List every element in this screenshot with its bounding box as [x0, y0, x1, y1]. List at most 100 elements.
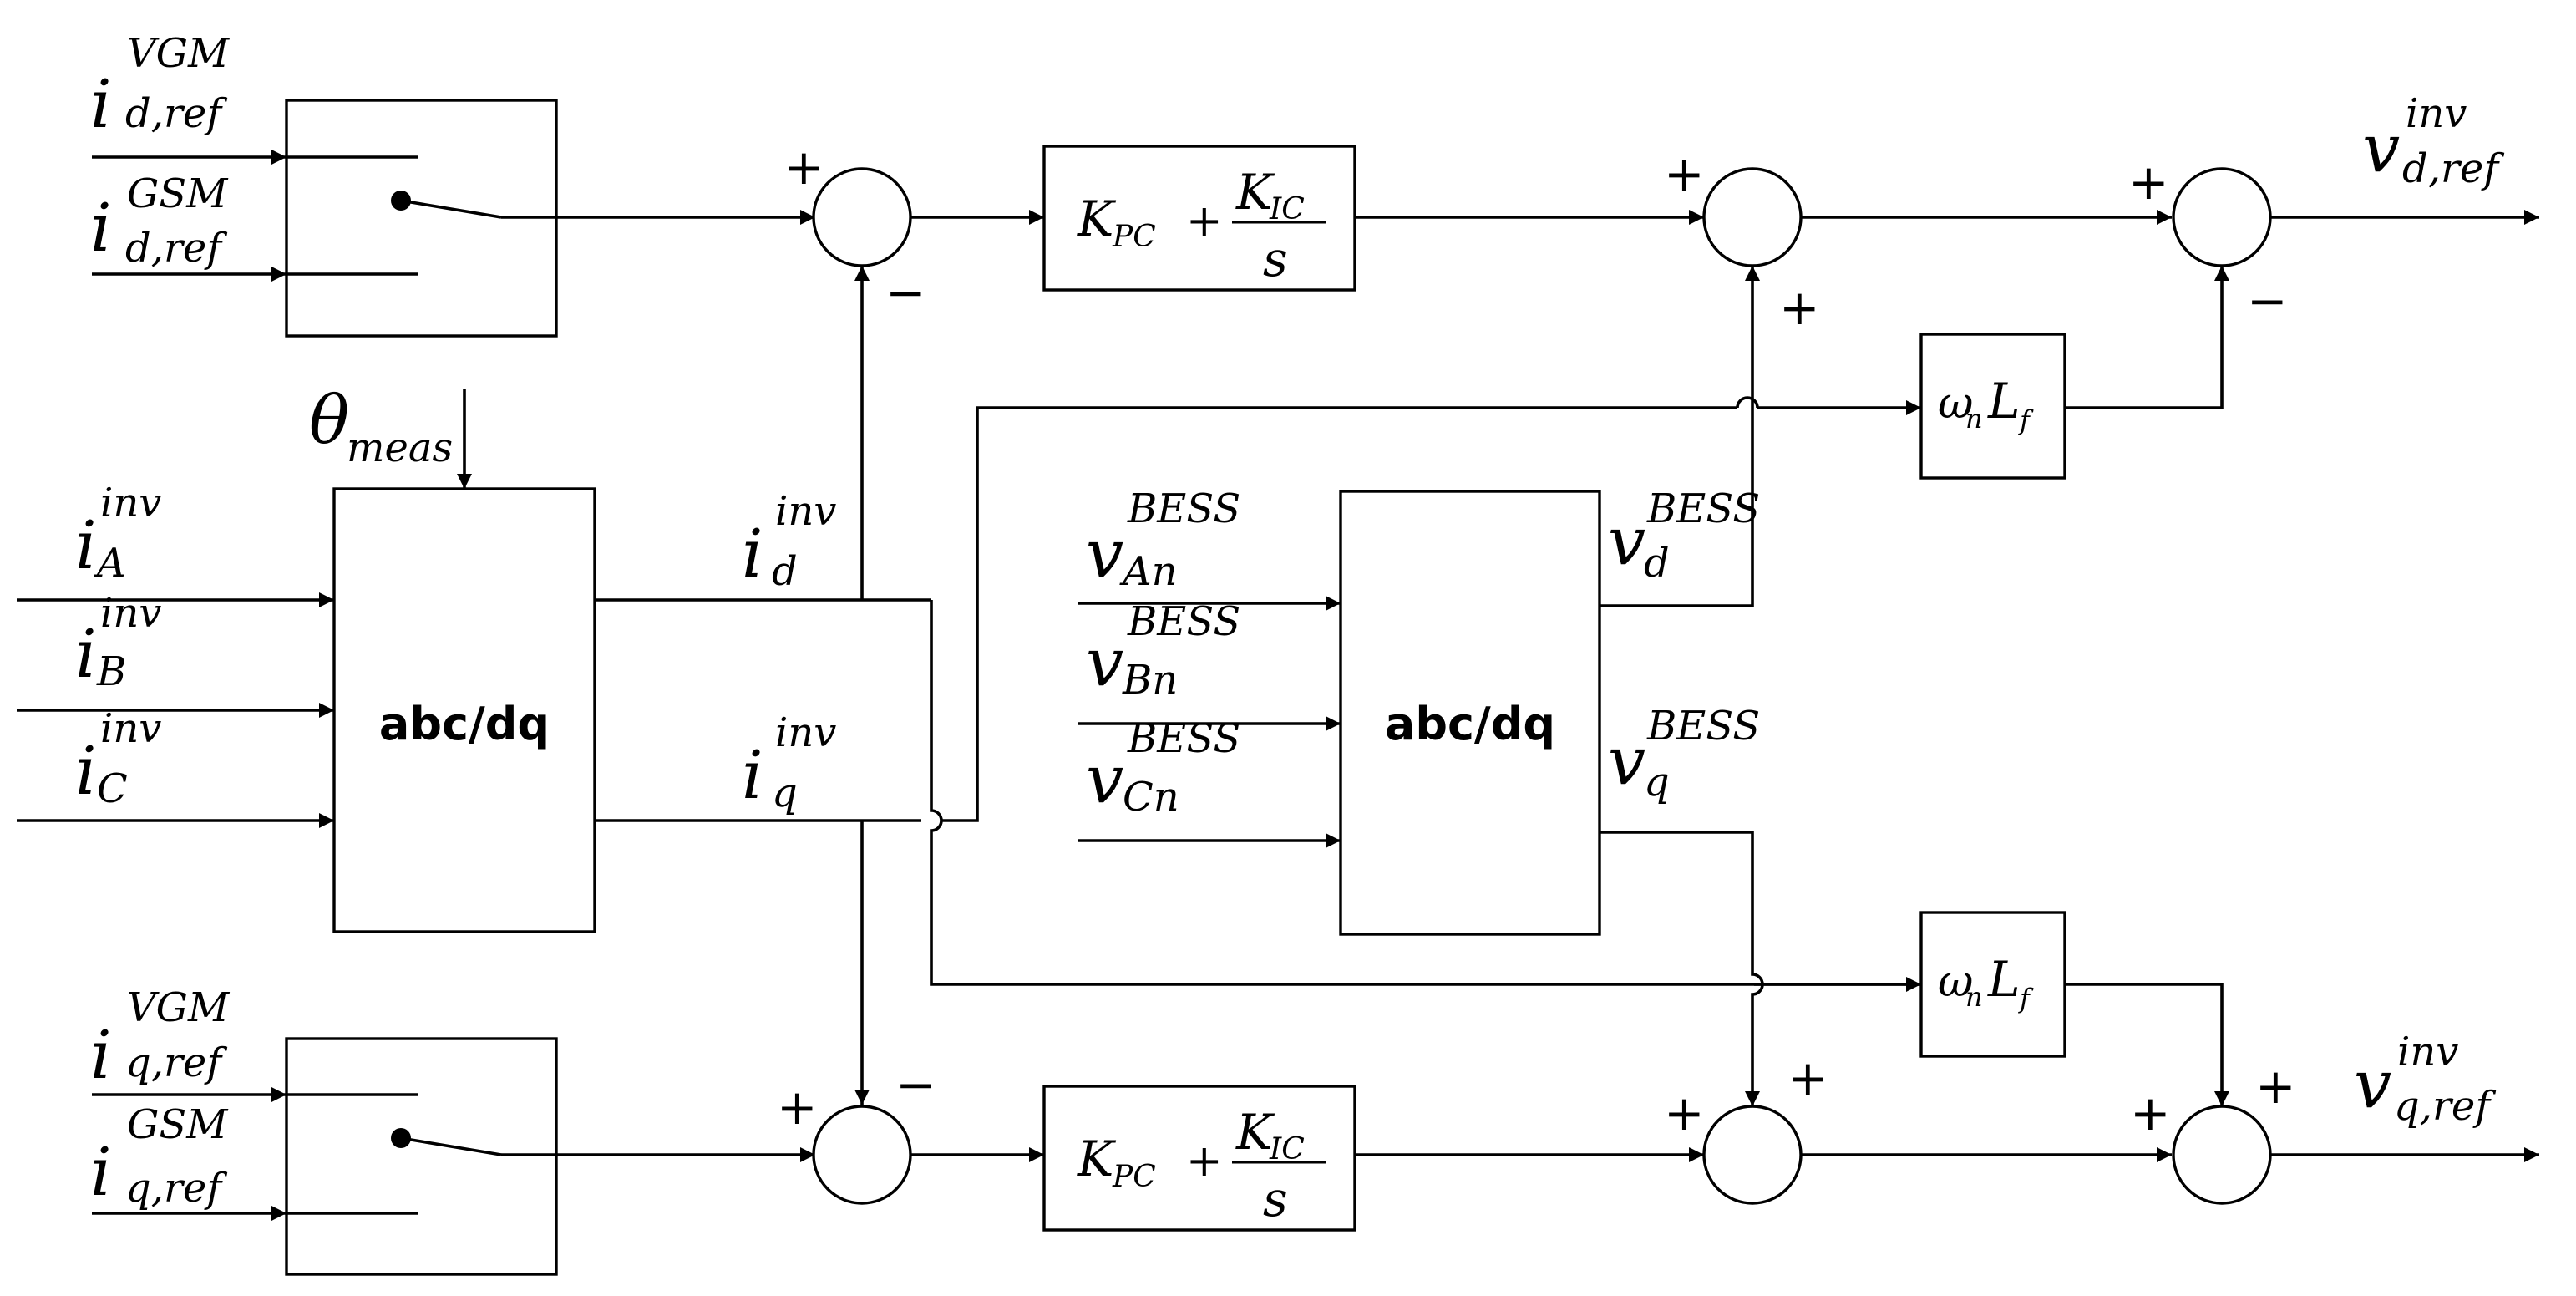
svg-text:K: K	[1235, 164, 1275, 221]
svg-text:−: −	[2247, 272, 2288, 329]
abc-dq-current-block: abc/dq	[332, 487, 596, 933]
svg-text:v: v	[1086, 740, 1123, 818]
svg-text:meas: meas	[347, 424, 453, 471]
svg-text:BESS: BESS	[1646, 703, 1760, 750]
label-iq-ref-vgm: i VGM q,ref	[90, 984, 231, 1094]
sum-junction-decoup-d: + −	[2128, 154, 2288, 329]
svg-text:d: d	[1644, 540, 1670, 587]
svg-text:PC: PC	[1112, 1160, 1156, 1194]
svg-text:i: i	[75, 615, 97, 693]
svg-text:v: v	[1608, 722, 1645, 800]
svg-text:ω: ω	[1938, 957, 1973, 1007]
svg-text:BESS: BESS	[1646, 485, 1760, 532]
selector-switch-d	[92, 99, 815, 338]
svg-text:d,ref: d,ref	[2402, 145, 2504, 192]
current-inputs	[17, 592, 334, 828]
label-id-ref-vgm: i VGM d,ref	[90, 30, 231, 143]
svg-text:BESS: BESS	[1127, 598, 1240, 645]
sum-junction-decoup-q: + +	[2130, 1058, 2296, 1205]
svg-text:i: i	[90, 1133, 112, 1211]
label-vq-ref: v inv q,ref	[2354, 1029, 2496, 1130]
svg-text:An: An	[1119, 548, 1178, 595]
label-vd: v BESS d	[1608, 485, 1760, 587]
svg-text:PC: PC	[1112, 220, 1156, 254]
decoupling-block-q: ω n L f	[1919, 911, 2066, 1058]
svg-text:GSM: GSM	[127, 170, 229, 217]
svg-text:VGM: VGM	[127, 984, 231, 1031]
voltage-inputs	[1078, 596, 1341, 848]
svg-text:q,ref: q,ref	[125, 1039, 227, 1086]
svg-text:Cn: Cn	[1123, 774, 1179, 821]
abc-dq-voltage-block: abc/dq	[1339, 490, 1601, 936]
sum-junction-ff-q: + +	[1664, 1050, 1828, 1205]
svg-text:L: L	[1987, 373, 2021, 429]
svg-text:d,ref: d,ref	[125, 225, 227, 272]
svg-text:B: B	[96, 648, 126, 695]
svg-text:+: +	[2128, 154, 2169, 211]
svg-text:inv: inv	[775, 709, 836, 756]
svg-text:θ: θ	[309, 381, 349, 459]
svg-text:i: i	[90, 189, 112, 267]
svg-text:n: n	[1965, 981, 1983, 1013]
svg-text:A: A	[94, 540, 126, 587]
svg-text:s: s	[1263, 1171, 1288, 1227]
label-iq-ref-gsm: i GSM q,ref	[90, 1101, 229, 1212]
label-vBn: v BESS Bn	[1086, 598, 1240, 704]
selector-switch-q	[92, 1037, 815, 1276]
svg-text:−: −	[885, 264, 926, 321]
sum-junction-current-d: + −	[783, 139, 926, 321]
pi-controller-q: K PC + K IC s	[1042, 1085, 1356, 1232]
svg-text:GSM: GSM	[127, 1101, 229, 1148]
svg-text:d,ref: d,ref	[125, 90, 227, 137]
svg-text:IC: IC	[1269, 1132, 1305, 1166]
svg-text:v: v	[2354, 1045, 2391, 1123]
svg-text:inv: inv	[775, 488, 836, 535]
svg-text:+: +	[1787, 1050, 1828, 1106]
svg-text:abc/dq: abc/dq	[379, 698, 550, 750]
svg-text:d: d	[772, 548, 798, 595]
pi-controller-d: K PC + K IC s	[1042, 145, 1356, 292]
svg-text:K: K	[1077, 1131, 1117, 1187]
svg-text:L: L	[1987, 951, 2021, 1008]
svg-text:n: n	[1965, 403, 1983, 435]
decoupling-block-d: ω n L f	[1919, 333, 2066, 480]
svg-text:q: q	[1644, 759, 1670, 806]
svg-text:+: +	[1664, 145, 1705, 202]
label-iq: i inv q	[742, 709, 836, 816]
label-vq: v BESS q	[1608, 703, 1760, 806]
svg-text:BESS: BESS	[1127, 715, 1240, 762]
id-output-routing	[595, 266, 1921, 992]
label-iA: i inv A	[75, 480, 161, 587]
svg-text:v: v	[1086, 515, 1123, 592]
label-iC: i inv C	[75, 705, 161, 812]
svg-text:inv: inv	[100, 590, 161, 637]
svg-text:i: i	[75, 506, 97, 584]
svg-text:VGM: VGM	[127, 30, 231, 77]
svg-text:q,ref: q,ref	[125, 1165, 227, 1212]
svg-text:inv: inv	[2406, 90, 2467, 137]
svg-text:v: v	[2362, 109, 2400, 187]
svg-text:K: K	[1077, 191, 1117, 247]
svg-text:+: +	[1186, 1136, 1223, 1187]
label-id: i inv d	[742, 488, 836, 595]
svg-text:q,ref: q,ref	[2394, 1083, 2496, 1130]
svg-text:i: i	[90, 1016, 112, 1094]
svg-text:i: i	[742, 515, 763, 592]
svg-text:+: +	[1664, 1085, 1705, 1141]
label-vCn: v BESS Cn	[1086, 715, 1240, 821]
svg-text:inv: inv	[100, 480, 161, 526]
svg-text:IC: IC	[1269, 192, 1305, 226]
svg-text:+: +	[2130, 1085, 2171, 1141]
label-iB: i inv B	[75, 590, 161, 695]
svg-text:+: +	[2255, 1058, 2296, 1115]
svg-text:v: v	[1086, 623, 1123, 701]
svg-text:s: s	[1263, 231, 1288, 287]
label-vAn: v BESS An	[1086, 485, 1240, 595]
svg-text:inv: inv	[100, 705, 161, 752]
label-id-ref-gsm: i GSM d,ref	[90, 170, 229, 272]
svg-text:abc/dq: abc/dq	[1385, 698, 1555, 750]
svg-text:+: +	[777, 1079, 818, 1136]
sum-junction-ff-d: + +	[1664, 145, 1820, 336]
svg-text:i: i	[75, 732, 97, 810]
